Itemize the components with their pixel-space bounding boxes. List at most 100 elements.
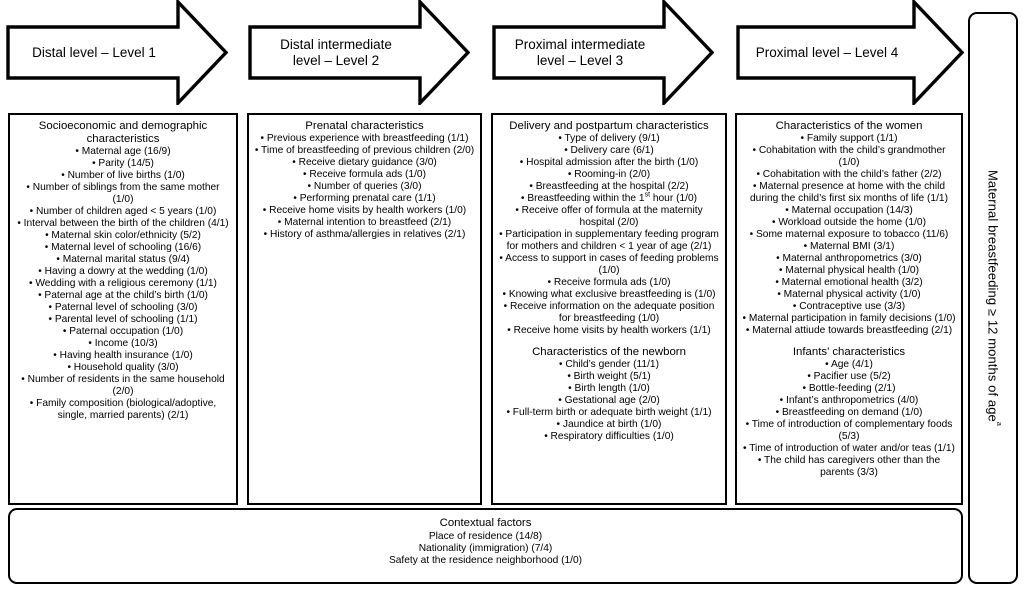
list-item: • Having a dowry at the wedding (1/0) <box>38 266 208 278</box>
column-3-list: • Type of delivery (9/1)• Delivery care … <box>498 133 720 337</box>
bullet-icon: • <box>745 419 750 431</box>
list-item: • Maternal BMI (3/1) <box>803 241 895 253</box>
bullet-icon: • <box>499 229 503 241</box>
list-item: • Time of breastfeeding of previous chil… <box>254 145 475 157</box>
list-item: • Full-term birth or adequate birth weig… <box>506 407 712 419</box>
list-item: • Maternal age (16/9) <box>75 146 171 158</box>
list-item: • Previous experience with breastfeeding… <box>260 133 469 145</box>
bullet-icon: • <box>520 193 525 205</box>
bullet-icon: • <box>29 278 33 290</box>
list-item: • The child has caregivers other than th… <box>757 455 941 479</box>
bullet-icon: • <box>757 455 762 467</box>
list-item: • Maternal attiude towards breastfeeding… <box>745 325 953 337</box>
column-box-level-3: Delivery and postpartum characteristics … <box>491 113 727 505</box>
list-item: • Maternal level of schooling (16/6) <box>44 242 202 254</box>
bullet-icon: • <box>62 326 67 338</box>
bullet-icon: • <box>29 206 34 218</box>
list-item: • Receive dietary guidance (3/0) <box>292 157 437 169</box>
bullet-icon: • <box>519 157 524 169</box>
bullet-icon: • <box>293 193 297 205</box>
list-item: • Maternal anthropometrics (3/0) <box>776 253 922 265</box>
bullet-icon: • <box>567 169 572 181</box>
bullet-icon: • <box>503 301 508 313</box>
list-item: • Age (4/1) <box>825 359 873 371</box>
list-item: • Delivery care (6/1) <box>564 145 654 157</box>
bullet-icon: • <box>303 169 307 181</box>
bullet-icon: • <box>529 181 533 193</box>
list-item: • Receive formula ads (1/0) <box>547 277 671 289</box>
level-arrow-4: Proximal level – Level 4 <box>736 0 964 105</box>
bullet-icon: • <box>88 338 92 350</box>
column-4-title: Characteristics of the women <box>775 120 923 132</box>
bullet-icon: • <box>17 218 21 230</box>
arrow-shape-icon <box>248 0 470 105</box>
list-item: • Workload outside the home (1/0) <box>772 217 926 229</box>
bullet-icon: • <box>776 253 780 265</box>
list-item: • Pacifier use (5/2) <box>807 371 891 383</box>
list-item: • History of asthma/allergies in relativ… <box>263 229 466 241</box>
list-item: • Breastfeeding on demand (1/0) <box>775 407 923 419</box>
level-arrow-2: Distal intermediate level – Level 2 <box>248 0 470 105</box>
list-item: • Gestational age (2/0) <box>558 395 660 407</box>
list-item: • Cohabitation with the child’s grandmot… <box>752 145 946 169</box>
bullet-icon: • <box>44 242 49 254</box>
bullet-icon: • <box>800 133 805 145</box>
bullet-icon: • <box>61 170 65 182</box>
bullet-icon: • <box>779 265 783 277</box>
list-item: • Receive offer of formula at the matern… <box>515 205 703 229</box>
column-1-title: Socioeconomic and demographic characteri… <box>38 120 208 146</box>
bullet-icon: • <box>556 419 561 431</box>
list-item: • Type of delivery (9/1) <box>558 133 660 145</box>
bullet-icon: • <box>752 181 757 193</box>
list-item: • Infant’s anthropometrics (4/0) <box>779 395 919 407</box>
list-item: • Receive information on the adequate po… <box>503 301 715 325</box>
list-item: • Family support (1/1) <box>800 133 898 145</box>
list-item: • Interval between the birth of the chil… <box>17 218 229 230</box>
arrow-shape-icon <box>736 0 964 105</box>
list-item: • Paternal level of schooling (3/0) <box>48 302 198 314</box>
list-item: • Maternal occupation (14/3) <box>785 205 913 217</box>
list-item: • Jaundice at birth (1/0) <box>556 419 662 431</box>
outcome-box: Maternal breastfeeding ≥ 12 months of ag… <box>968 12 1018 584</box>
list-item: • Some maternal exposure to tobacco (11/… <box>749 229 949 241</box>
list-item: • Breastfeeding within the 1st hour (1/0… <box>520 191 698 205</box>
bullet-icon: • <box>547 277 552 289</box>
bullet-icon: • <box>515 205 519 217</box>
arrow-shape-icon <box>492 0 714 105</box>
list-item: • Having health insurance (1/0) <box>53 350 193 362</box>
list-item: • Access to support in cases of feeding … <box>499 253 719 277</box>
bullet-icon: • <box>568 383 572 395</box>
column-2-list: • Previous experience with breastfeeding… <box>254 133 475 241</box>
bullet-icon: • <box>792 301 797 313</box>
bullet-icon: • <box>567 371 571 383</box>
list-item: • Parity (14/5) <box>92 158 154 170</box>
bullet-icon: • <box>260 133 265 145</box>
column-4-subtitle: Infants’ characteristics <box>792 346 906 359</box>
list-item: • Participation in supplementary feeding… <box>499 229 719 253</box>
list-item: • Household quality (3/0) <box>67 362 179 374</box>
bullet-icon: • <box>292 157 296 169</box>
list-item: • Breastfeeding at the hospital (2/2) <box>529 181 689 193</box>
list-item: • Number of queries (3/0) <box>307 181 422 193</box>
bullet-icon: • <box>743 443 747 455</box>
outcome-label: Maternal breastfeeding ≥ 12 months of ag… <box>986 170 1002 426</box>
column-2-title: Prenatal characteristics <box>305 120 424 132</box>
column-box-level-2: Prenatal characteristics • Previous expe… <box>247 113 482 505</box>
column-4-sublist: • Age (4/1)• Pacifier use (5/2)• Bottle-… <box>742 359 956 479</box>
list-item: • Cohabitation with the child’s father (… <box>756 169 942 181</box>
column-4-list: • Family support (1/1)• Cohabitation wit… <box>742 133 956 337</box>
list-item: • Receive formula ads (1/0) <box>303 169 426 181</box>
bullet-icon: • <box>772 217 776 229</box>
bullet-icon: • <box>277 217 282 229</box>
column-box-level-4: Characteristics of the women • Family su… <box>735 113 963 505</box>
bullet-icon: • <box>564 145 568 157</box>
bullet-icon: • <box>779 395 784 407</box>
bullet-icon: • <box>48 302 52 314</box>
list-item: • Birth weight (5/1) <box>567 371 651 383</box>
bullet-icon: • <box>756 169 760 181</box>
column-3-title: Delivery and postpartum characteristics <box>509 120 709 132</box>
bullet-icon: • <box>825 359 829 371</box>
list-item: • Paternal occupation (1/0) <box>62 326 184 338</box>
bullet-icon: • <box>749 229 754 241</box>
bullet-icon: • <box>802 383 807 395</box>
